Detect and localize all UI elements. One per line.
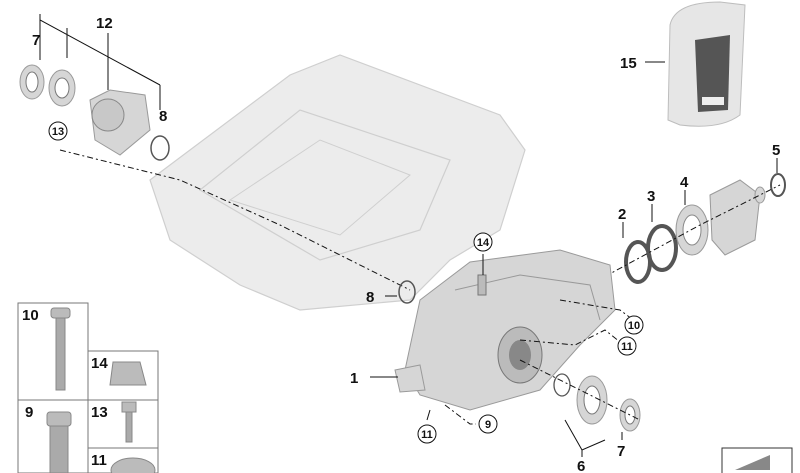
input-flange-assembly <box>19 64 170 161</box>
circled-callout-13: 13 <box>48 121 68 141</box>
fastener-table <box>17 302 159 473</box>
box-label-13: 13 <box>91 404 108 421</box>
circled-callout-9: 9 <box>478 414 498 434</box>
callout-6: 6 <box>577 458 585 473</box>
callout-12: 12 <box>96 15 113 32</box>
callout-7: 7 <box>32 32 40 49</box>
o-ring <box>398 280 416 304</box>
svg-text:9: 9 <box>485 419 491 431</box>
circled-callout-10: 10 <box>624 315 644 335</box>
arrow-icon <box>735 455 770 470</box>
callout-8: 8 <box>159 108 167 125</box>
stud-bolt <box>49 424 69 473</box>
box-label-9: 9 <box>25 404 33 421</box>
svg-text:11: 11 <box>621 341 633 353</box>
torx-bolt <box>110 457 156 473</box>
long-bolt <box>55 311 66 391</box>
callout-5: 5 <box>772 142 780 159</box>
callout-2: 2 <box>618 206 626 223</box>
box-label-11: 11 <box>91 452 107 469</box>
callout-8b: 8 <box>366 289 374 306</box>
subframe-housing <box>149 54 526 311</box>
circled-callout-14: 14 <box>473 232 493 252</box>
circled-callout-11b: 11 <box>417 424 437 444</box>
box-label-14: 14 <box>91 355 108 372</box>
svg-text:11: 11 <box>421 429 433 441</box>
circled-callout-11a: 11 <box>617 336 637 356</box>
svg-text:10: 10 <box>628 320 640 332</box>
svg-text:13: 13 <box>52 126 64 138</box>
callout-7b: 7 <box>617 443 625 460</box>
corner-marker <box>721 447 793 473</box>
callout-3: 3 <box>647 188 655 205</box>
callout-1: 1 <box>350 370 358 387</box>
box-label-10: 10 <box>22 307 39 324</box>
hex-bolt <box>125 411 133 443</box>
callout-15: 15 <box>620 55 637 72</box>
oil-bottle <box>667 1 746 127</box>
callout-4: 4 <box>680 174 689 191</box>
svg-text:14: 14 <box>477 237 490 249</box>
output-flange-assembly <box>624 173 786 284</box>
rear-differential <box>394 249 616 411</box>
output-seals <box>553 373 641 432</box>
clip-nut <box>109 361 147 386</box>
